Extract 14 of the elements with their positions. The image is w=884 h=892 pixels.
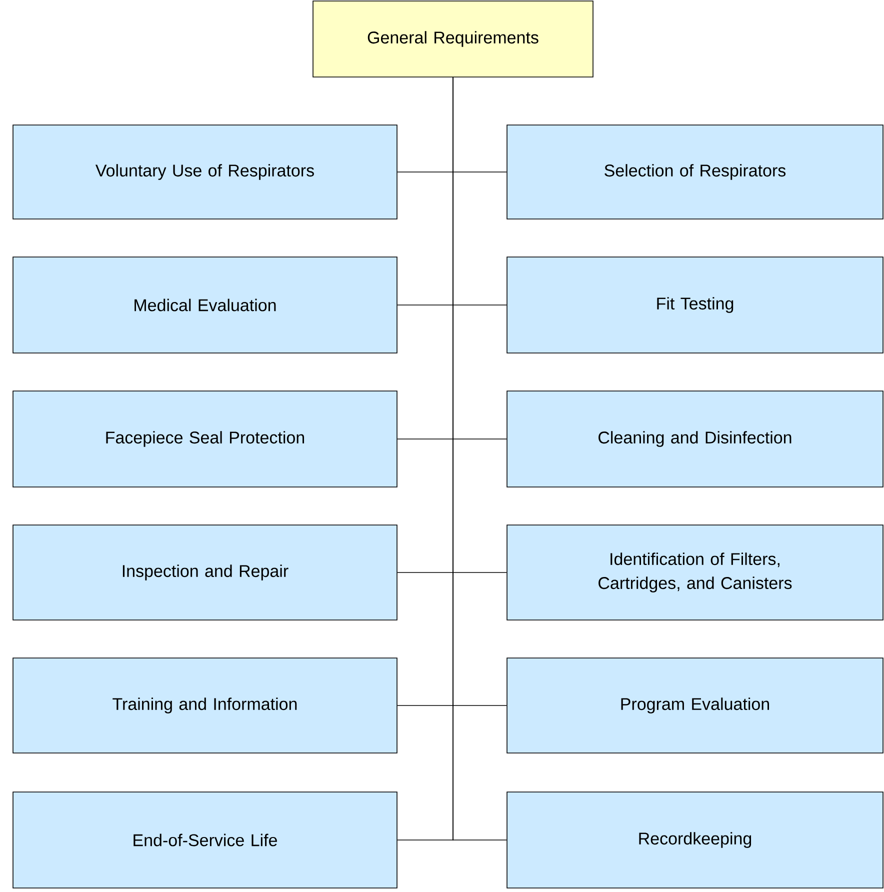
title-box: General Requirements (312, 0, 594, 78)
topic-box: Medical Evaluation (12, 256, 398, 354)
topic-box: Voluntary Use of Respirators (12, 124, 398, 220)
topic-box: Facepiece Seal Protection (12, 390, 398, 488)
topic-box: Fit Testing (506, 256, 884, 354)
topic-box: Selection of Respirators (506, 124, 884, 220)
topic-box: Program Evaluation (506, 658, 884, 754)
topic-box: Inspection and Repair (12, 524, 398, 620)
topic-box: Identification of Filters, Cartridges, and Canisters (506, 524, 884, 620)
topic-box: Cleaning and Disinfection (506, 390, 884, 488)
topic-box: Recordkeeping (506, 792, 884, 888)
connector-line (452, 77, 507, 840)
topic-box: Training and Information (12, 658, 398, 754)
topic-box: End-of-Service Life (12, 792, 398, 888)
